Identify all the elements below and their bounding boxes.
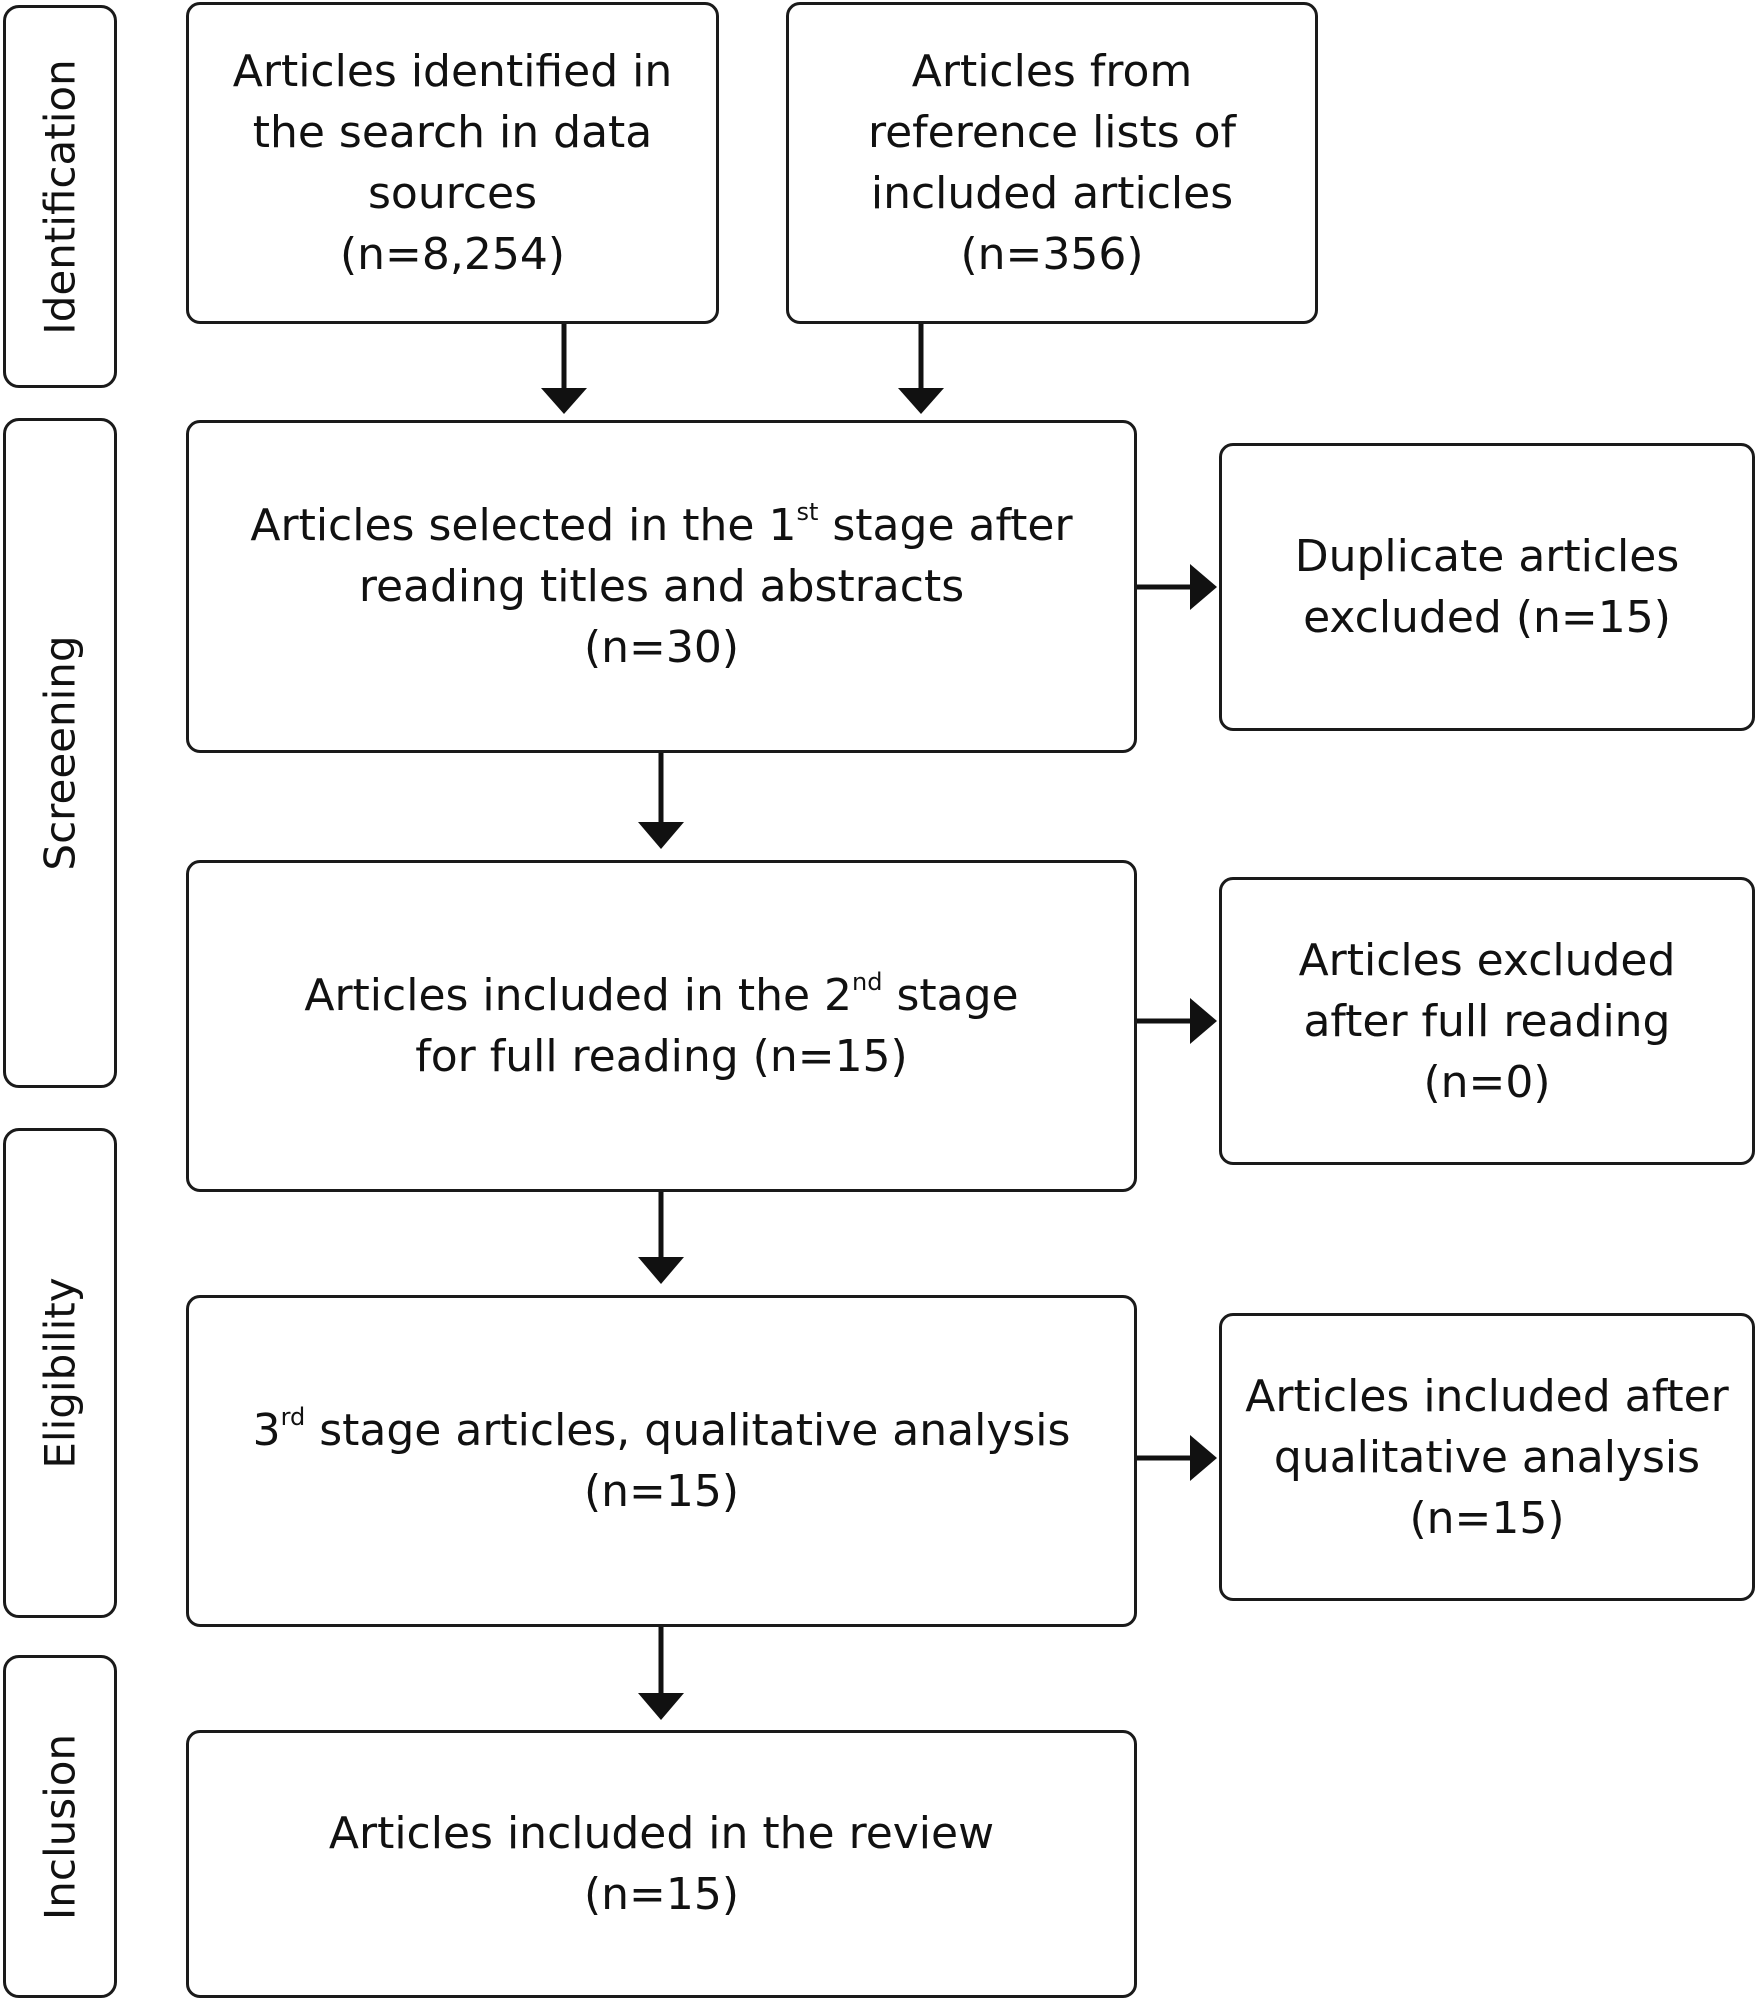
box-included-qualitative: Articles included after qualitative anal…: [1219, 1313, 1755, 1601]
search-sources-line-1: Articles identified in: [232, 46, 673, 97]
reference-lists-count: (n=356): [960, 229, 1144, 280]
stage1-count: (n=30): [583, 622, 740, 673]
arrow-stage3-to-qualitative-head: [1190, 1435, 1217, 1481]
excluded-full-line-2: after full reading: [1303, 995, 1671, 1047]
stage2-line-1: Articles included in the 2nd stage: [304, 965, 1018, 1026]
arrow-stage2-to-excluded-head: [1190, 998, 1217, 1044]
search-sources-line-2: the search in data: [252, 107, 653, 158]
stage3-line-1-sup: rd: [280, 1403, 306, 1431]
stage1-line-1-sup: st: [796, 498, 819, 526]
included-qualitative-line-2: qualitative analysis: [1273, 1431, 1701, 1483]
review-count: (n=15): [583, 1869, 740, 1920]
stage2-line-1-sup: nd: [852, 968, 883, 996]
arrow-stage1-to-stage2-head: [638, 822, 684, 849]
arrow-stage2-to-stage3-head: [638, 1257, 684, 1284]
reference-lists-line-2: reference lists of: [867, 107, 1237, 158]
box-excluded-full-reading: Articles excluded after full reading (n=…: [1219, 877, 1755, 1165]
stage3-line-1: 3rd stage articles, qualitative analysis: [253, 1400, 1071, 1461]
search-sources-count: (n=8,254): [339, 229, 566, 280]
stage1-line-1-pre: Articles selected in the 1: [250, 500, 797, 551]
box-stage1: Articles selected in the 1st stage after…: [186, 420, 1137, 753]
box-reference-lists: Articles from reference lists of include…: [786, 2, 1318, 324]
review-line-1: Articles included in the review: [328, 1808, 995, 1859]
reference-lists-line-3: included articles: [870, 168, 1234, 219]
stage3-count: (n=15): [583, 1466, 740, 1517]
stage1-line-1: Articles selected in the 1st stage after: [250, 495, 1072, 556]
stage2-line-2: for full reading (n=15): [415, 1031, 908, 1082]
stage2-line-1-pre: Articles included in the 2: [304, 970, 853, 1021]
box-stage3: 3rd stage articles, qualitative analysis…: [186, 1295, 1137, 1627]
box-review: Articles included in the review (n=15): [186, 1730, 1137, 1998]
included-qualitative-count: (n=15): [1409, 1492, 1565, 1544]
arrow-stage3-to-review-head: [638, 1693, 684, 1720]
phase-identification: Identification: [3, 5, 117, 388]
included-qualitative-line-1: Articles included after: [1245, 1370, 1729, 1422]
arrow-stage1-to-duplicates-head: [1190, 564, 1217, 610]
phase-screening: Screeening: [3, 418, 117, 1088]
reference-lists-line-1: Articles from: [911, 46, 1193, 97]
stage3-line-1-pre: 3: [252, 1405, 281, 1456]
phase-inclusion: Inclusion: [3, 1655, 117, 1998]
search-sources-line-3: sources: [367, 168, 538, 219]
excluded-full-count: (n=0): [1423, 1056, 1551, 1108]
stage1-line-1-post: stage after: [818, 500, 1073, 551]
box-search-sources: Articles identified in the search in dat…: [186, 2, 719, 324]
phase-eligibility: Eligibility: [3, 1128, 117, 1618]
box-duplicates: Duplicate articles excluded (n=15): [1219, 443, 1755, 731]
stage2-line-1-post: stage: [882, 970, 1019, 1021]
stage3-line-1-post: stage articles, qualitative analysis: [305, 1405, 1071, 1456]
excluded-full-line-1: Articles excluded: [1298, 934, 1676, 986]
arrow-search-to-stage1-head: [541, 388, 587, 414]
stage1-line-2: reading titles and abstracts: [358, 561, 965, 612]
arrow-references-to-stage1-head: [898, 388, 944, 414]
duplicates-line-2: excluded (n=15): [1303, 592, 1671, 643]
box-stage2: Articles included in the 2nd stage for f…: [186, 860, 1137, 1192]
duplicates-line-1: Duplicate articles: [1294, 531, 1680, 582]
